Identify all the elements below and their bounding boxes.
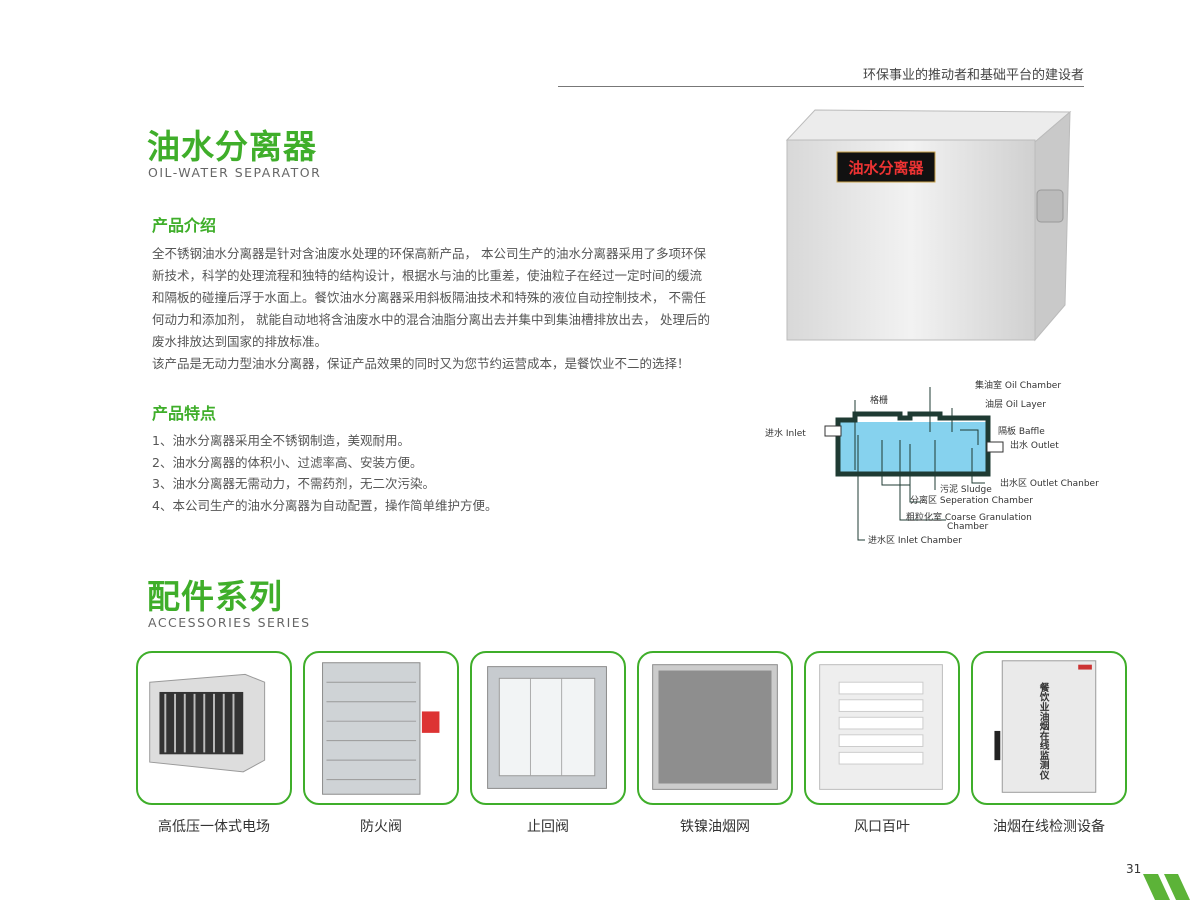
accessory-card-grease-filter[interactable] — [637, 651, 793, 805]
accessories-subtitle: ACCESSORIES SERIES — [148, 615, 311, 630]
intro-line: 和隔板的碰撞后浮于水面上。餐饮油水分离器采用斜板隔油技术和特殊的液位自动控制技术… — [152, 290, 706, 305]
accessory-label: 防火阀 — [360, 819, 402, 835]
accessory-label: 止回阀 — [527, 819, 569, 835]
label-outlet-chamber: 出水区 Outlet Chanber — [1000, 477, 1099, 489]
product-plate-text: 油水分离器 — [848, 159, 924, 177]
accessory-label: 铁镍油烟网 — [680, 819, 750, 835]
label-inlet-chamber: 进水区 Inlet Chamber — [868, 534, 962, 546]
feature-item: 4、本公司生产的油水分离器为自动配置，操作简单维护方便。 — [152, 497, 498, 513]
label-sludge: 污泥 Sludge — [940, 483, 992, 495]
page-title: 油水分离器 — [147, 127, 317, 166]
accessories-title: 配件系列 — [147, 577, 283, 616]
intro-line: 废水排放达到国家的排放标准。 — [152, 334, 328, 349]
accessory-card-check-valve[interactable] — [470, 651, 626, 805]
accessory-card-monitor[interactable]: 餐饮业油烟在线监测仪 — [971, 651, 1127, 805]
label-grate: 格栅 — [870, 394, 888, 406]
feature-item: 1、油水分离器采用全不锈钢制造，美观耐用。 — [152, 433, 410, 448]
water-area — [840, 422, 988, 474]
label-oil-chamber: 集油室 Oil Chamber — [975, 379, 1061, 391]
accessory-card-electric-field[interactable] — [136, 651, 292, 805]
separator-diagram: 格栅 进水 Inlet 集油室 Oil Chamber 油层 Oil Layer… — [765, 379, 1099, 546]
intro-line: 该产品是无动力型油水分离器，保证产品效果的同时又为您节约运营成本，是餐饮业不二的… — [152, 356, 690, 371]
label-outlet: 出水 Outlet — [1010, 439, 1059, 451]
page-subtitle: OIL-WATER SEPARATOR — [148, 165, 322, 180]
features-heading: 产品特点 — [152, 404, 217, 423]
monitor-label-text: 餐饮业油烟在线监测仪 — [1038, 681, 1051, 781]
accessory-card-fire-damper[interactable] — [303, 651, 459, 805]
accessory-label: 油烟在线检测设备 — [993, 819, 1105, 835]
label-separation: 分离区 Seperation Chamber — [910, 494, 1033, 506]
page-number: 31 — [1126, 862, 1142, 876]
label-coarse: 粗粒化室 Coarse Granulation — [906, 511, 1032, 523]
label-inlet: 进水 Inlet — [765, 427, 806, 439]
intro-paragraph: 全不锈钢油水分离器是针对含油废水处理的环保高新产品， 本公司生产的油水分离器采用… — [152, 243, 752, 375]
accessory-card-louver[interactable] — [804, 651, 960, 805]
label-coarse-2: Chamber — [947, 522, 989, 532]
label-baffle: 隔板 Baffle — [998, 425, 1045, 437]
accessory-label: 高低压一体式电场 — [158, 819, 270, 835]
intro-line: 何动力和添加剂， 就能自动地将含油废水中的混合油脂分离出去并集中到集油槽排放出去… — [152, 312, 710, 327]
feature-item: 2、油水分离器的体积小、过滤率高、安装方便。 — [152, 454, 423, 470]
corner-stripes-decoration — [1143, 874, 1190, 900]
feature-item: 3、油水分离器无需动力，不需药剂，无二次污染。 — [152, 476, 435, 491]
intro-line: 新技术，科学的处理流程和独特的结构设计，根据水与油的比重差，使油粒子在经过一定时… — [152, 268, 703, 283]
features-list: 1、油水分离器采用全不锈钢制造，美观耐用。 2、油水分离器的体积小、过滤率高、安… — [152, 430, 497, 516]
header-divider — [558, 86, 1084, 87]
accessory-label: 风口百叶 — [854, 819, 910, 835]
intro-line: 全不锈钢油水分离器是针对含油废水处理的环保高新产品， 本公司生产的油水分离器采用… — [152, 246, 706, 261]
tagline: 环保事业的推动者和基础平台的建设者 — [862, 68, 1084, 83]
label-oil-layer: 油层 Oil Layer — [985, 398, 1046, 410]
product-image: 油水分离器 — [785, 109, 1072, 342]
intro-heading: 产品介绍 — [152, 216, 217, 235]
